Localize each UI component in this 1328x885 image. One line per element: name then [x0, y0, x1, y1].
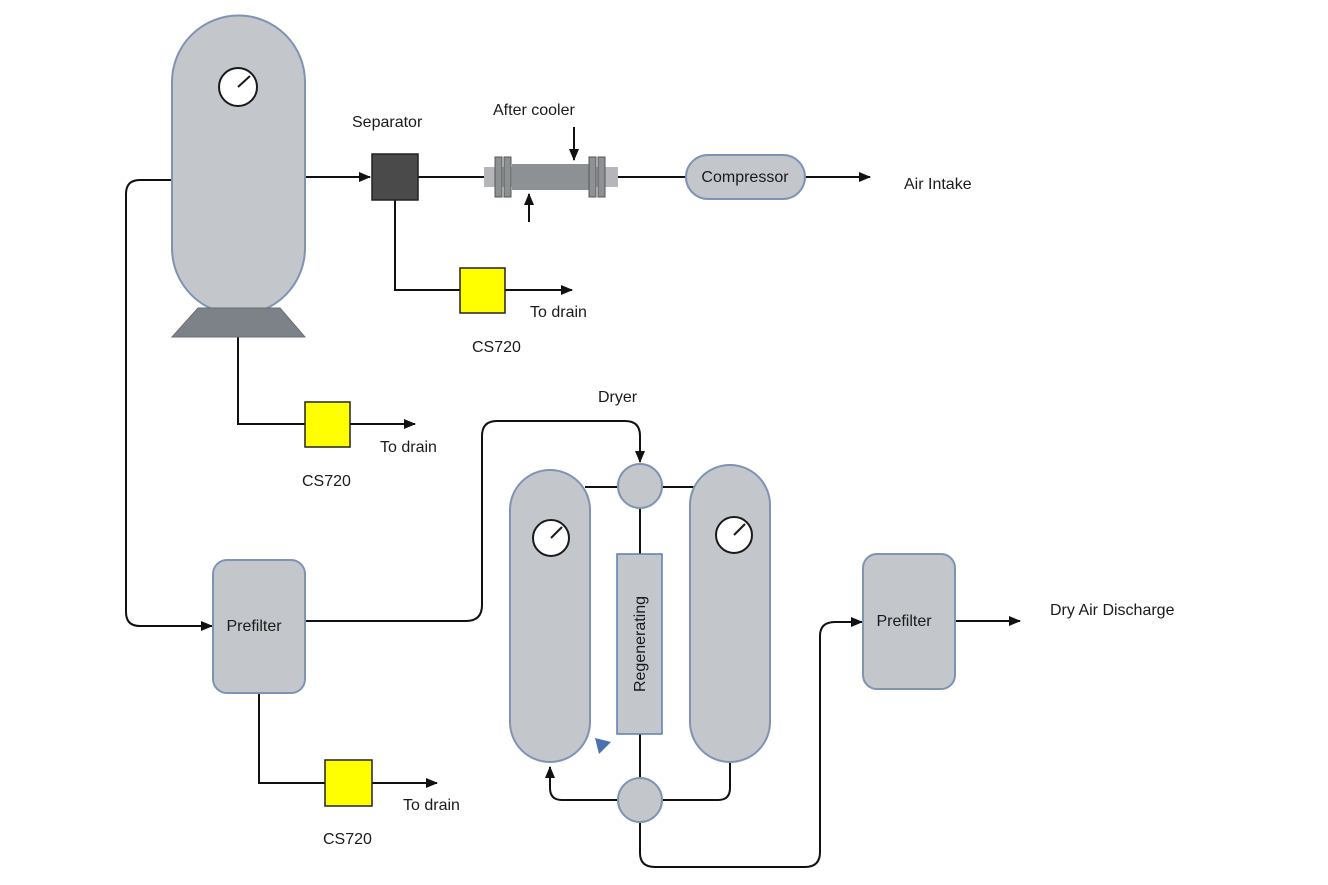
prefilter-dryer-pipe	[305, 420, 645, 622]
after-cooler	[484, 127, 618, 222]
dryer-top-valve	[617, 463, 663, 509]
regenerating-column	[616, 553, 663, 735]
to-drain-label-1: To drain	[530, 304, 587, 321]
compressor: Compressor	[685, 154, 806, 200]
after-cooler-label: After cooler	[493, 102, 575, 119]
dryer-right-gauge-icon	[715, 516, 753, 554]
dryer-left-gauge-icon	[532, 519, 570, 557]
compressor-label: Compressor	[701, 169, 789, 186]
separator	[371, 153, 419, 201]
prefilter-outlet: Prefilter	[862, 553, 956, 690]
tank-drain-pipe	[237, 337, 305, 425]
dryer-left-tower	[509, 469, 591, 763]
prefilter-inlet: Prefilter	[212, 559, 306, 694]
separator-label: Separator	[352, 114, 423, 131]
dryer-right-tower	[689, 464, 771, 763]
tank-stand	[170, 307, 307, 338]
purge-flow-arrow-icon	[595, 738, 611, 754]
prefilter-label-2: Prefilter	[876, 613, 932, 630]
regenerating-label: Regenerating	[632, 596, 649, 692]
dryer-bottom-right-pipe	[662, 760, 731, 801]
dryer: Regenerating	[509, 463, 771, 823]
drain-trap-tank	[304, 401, 351, 448]
prefilter-drain-pipe	[258, 693, 325, 784]
to-drain-label-2: To drain	[380, 439, 437, 456]
tank-pressure-gauge-icon	[218, 67, 258, 107]
separator-drain-pipe	[394, 200, 460, 291]
to-drain-label-3: To drain	[403, 797, 460, 814]
cs720-label-3: CS720	[323, 831, 372, 848]
cs720-label-2: CS720	[302, 473, 351, 490]
receiver-tank	[170, 14, 307, 338]
dryer-label: Dryer	[598, 389, 638, 406]
dryer-prefilter-pipe	[639, 617, 863, 868]
drain-trap-separator	[459, 267, 506, 314]
tank-prefilter-pipe	[125, 179, 213, 631]
air-intake-label: Air Intake	[904, 176, 972, 193]
dryer-bottom-left-pipe	[545, 766, 618, 801]
dry-air-discharge-label: Dry Air Discharge	[1050, 602, 1175, 619]
cs720-label-1: CS720	[472, 339, 521, 356]
dryer-bottom-valve	[617, 777, 663, 823]
prefilter-label-1: Prefilter	[226, 618, 282, 635]
drain-trap-prefilter	[324, 759, 373, 807]
